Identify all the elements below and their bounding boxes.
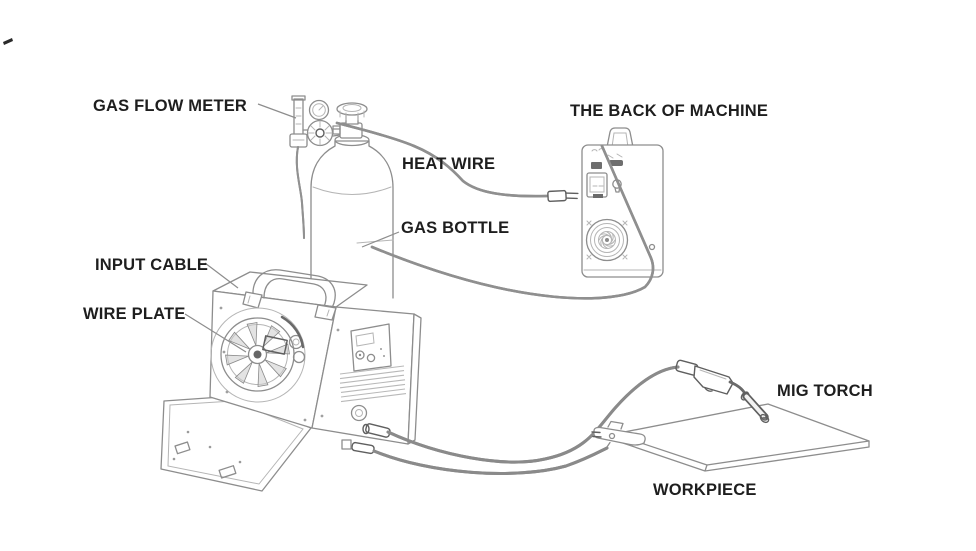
power-socket-icon	[586, 148, 608, 198]
label-mig-torch: MIG TORCH	[777, 382, 873, 400]
back-panel-drawing	[370, 127, 664, 300]
wire-plate-leader-line	[184, 313, 247, 353]
gas-bottle-drawing	[310, 102, 394, 299]
heat-wire-plug	[547, 189, 579, 203]
gas-bottle-leader-line	[361, 231, 400, 248]
back-panel-handle	[606, 127, 634, 148]
front-control-panel	[339, 323, 407, 422]
ground-clamp-drawing	[591, 420, 646, 448]
scan-artifact-mark	[3, 38, 13, 45]
mig-torch-drawing	[675, 359, 770, 424]
input-cable-leader-line	[204, 262, 239, 289]
label-back-of-machine: THE BACK OF MACHINE	[570, 102, 768, 120]
bottle-valve	[332, 102, 368, 139]
gas-flow-meter-drawing	[289, 95, 341, 239]
label-wire-plate: WIRE PLATE	[83, 305, 186, 323]
label-input-cable: INPUT CABLE	[95, 256, 208, 274]
power-switch-icon	[607, 153, 623, 166]
gas-flow-meter-leader-line	[257, 103, 297, 119]
heat-wire-drawing	[335, 121, 579, 203]
workpiece-drawing	[613, 403, 870, 472]
label-gas-flow-meter: GAS FLOW METER	[93, 97, 247, 115]
flow-tube	[289, 95, 309, 148]
label-heat-wire: HEAT WIRE	[402, 155, 495, 173]
label-workpiece: WORKPIECE	[653, 481, 757, 499]
welding-machine-drawing	[160, 269, 422, 492]
fan-grille-icon	[585, 218, 629, 262]
label-gas-bottle: GAS BOTTLE	[401, 219, 509, 237]
wire-spool-drawing	[210, 307, 306, 403]
door-flap-drawing	[160, 395, 312, 492]
